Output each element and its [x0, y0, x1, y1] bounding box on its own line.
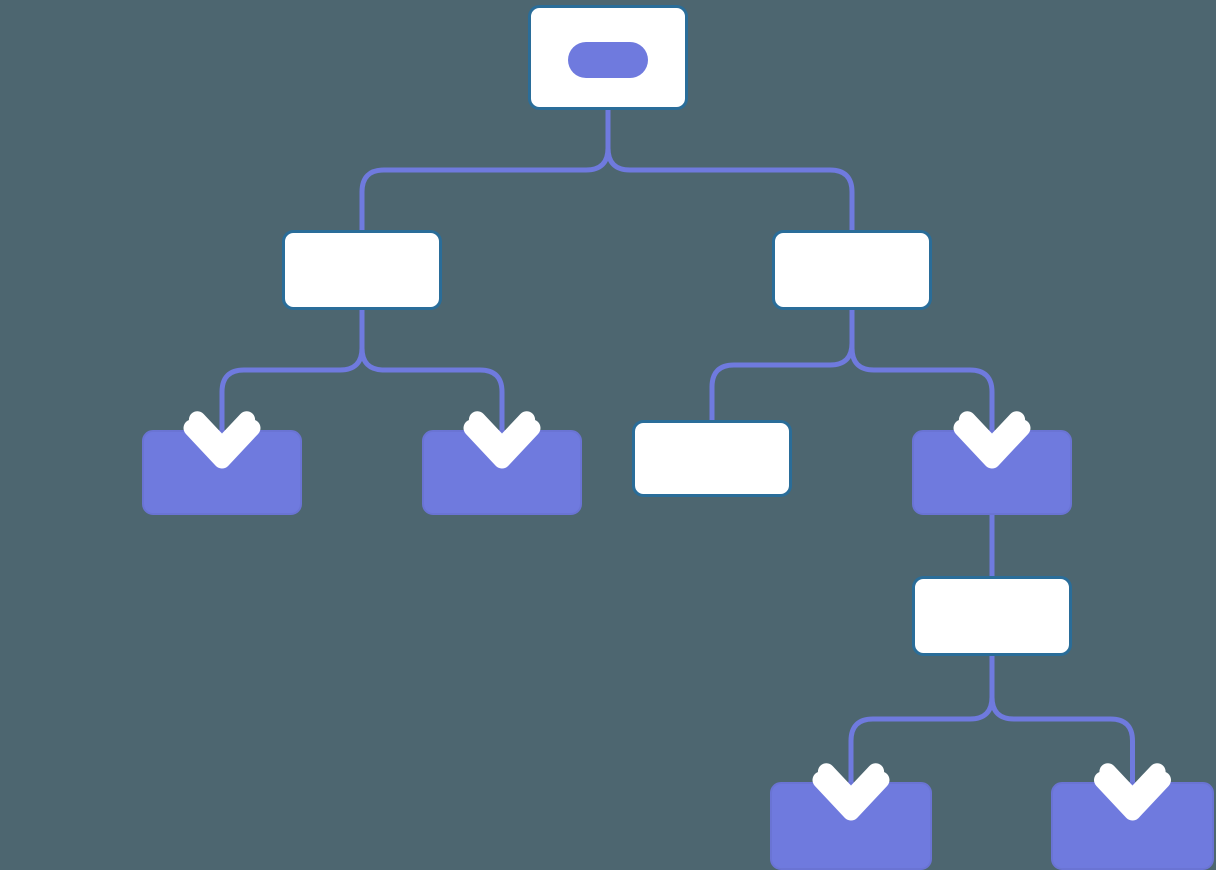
edge-n-r3-to-n-r4b	[989, 656, 1135, 804]
node-n-r4a[interactable]	[770, 782, 932, 870]
node-shape-decision	[772, 230, 932, 310]
node-n-r1[interactable]	[772, 230, 932, 310]
node-shape-process	[142, 430, 302, 515]
node-badge-pill	[568, 42, 648, 78]
arrowhead-icon	[812, 763, 890, 821]
arrowhead-chevron-outer	[958, 411, 1026, 455]
node-shape-process	[1051, 782, 1214, 870]
arrowhead-icon	[463, 411, 541, 469]
node-n-r2b[interactable]	[912, 430, 1072, 515]
arrowhead-chevron-inner	[183, 419, 261, 469]
arrowhead-icon	[953, 411, 1031, 469]
arrowhead-chevron-inner	[1094, 771, 1171, 821]
node-n-l2a[interactable]	[142, 430, 302, 515]
node-shape-decision	[282, 230, 442, 310]
arrowhead-chevron-inner	[812, 771, 890, 821]
arrowhead-chevron-inner	[463, 419, 541, 469]
node-n-r2a[interactable]	[632, 420, 792, 497]
edge-n-l1-to-n-l2b	[359, 310, 505, 452]
edge-root-to-n-r1	[605, 110, 855, 230]
node-shape-decision	[632, 420, 792, 497]
edge-n-r1-to-n-r2b	[849, 310, 995, 452]
node-shape-process	[422, 430, 582, 515]
node-n-l2b[interactable]	[422, 430, 582, 515]
node-n-r3[interactable]	[912, 576, 1072, 656]
node-shape-process	[912, 430, 1072, 515]
node-shape-decision	[912, 576, 1072, 656]
node-n-l1[interactable]	[282, 230, 442, 310]
arrowhead-chevron-outer	[1099, 763, 1166, 807]
arrowhead-chevron-outer	[817, 763, 885, 807]
node-shape-process	[770, 782, 932, 870]
node-root[interactable]	[528, 5, 688, 110]
arrowhead-chevron-outer	[188, 411, 256, 455]
arrowhead-icon	[183, 411, 261, 469]
node-n-r4b[interactable]	[1051, 782, 1214, 870]
arrowhead-chevron-outer	[468, 411, 536, 455]
arrowhead-icon	[1094, 763, 1171, 821]
arrowhead-chevron-inner	[953, 419, 1031, 469]
